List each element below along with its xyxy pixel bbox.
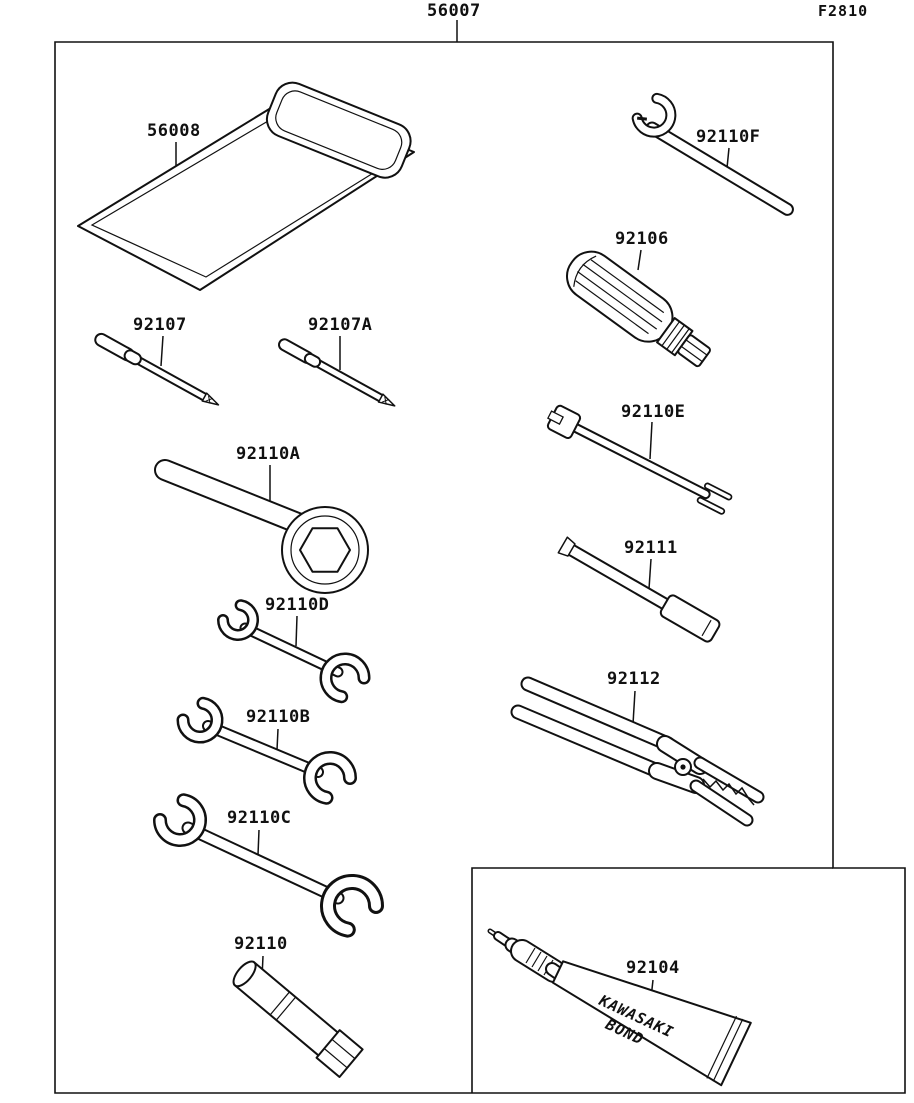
pliers-drawing [510, 676, 765, 827]
part-label-92110D: 92110D [265, 595, 330, 615]
phillips-bit-drawing [94, 332, 220, 406]
part-label-92110A: 92110A [236, 444, 301, 464]
part-label-56008: 56008 [147, 121, 201, 141]
box-end-wrench-drawing [154, 459, 369, 594]
part-label-92111: 92111 [624, 538, 678, 558]
part-label-92107A: 92107A [308, 315, 373, 335]
part-label-92112: 92112 [607, 669, 661, 689]
fiche-code-label: F2810 [818, 2, 869, 20]
flat-wrench-drawing [546, 404, 733, 515]
part-label-92106: 92106 [615, 229, 669, 249]
part-label-92110F: 92110F [696, 127, 761, 147]
part-label-92104: 92104 [626, 958, 680, 978]
spark-plug-socket-drawing [232, 960, 364, 1078]
phillips-bit-a-drawing [278, 338, 396, 407]
diagram-border [54, 41, 906, 1094]
open-end-wrench-c-drawing [153, 793, 384, 938]
hook-wrench-drawing [631, 92, 794, 216]
part-label-92110C: 92110C [227, 808, 292, 828]
part-label-92107: 92107 [133, 315, 187, 335]
part-label-56007: 56007 [427, 1, 481, 21]
tool-bag-drawing [77, 81, 415, 291]
bond-tube-drawing: KAWASAKI BOND [487, 928, 752, 1087]
leader-lines [160, 20, 730, 999]
part-label-92110E: 92110E [621, 402, 686, 422]
open-end-wrench-b-drawing [176, 696, 357, 805]
chisel-bar-drawing [557, 536, 721, 643]
open-end-wrench-d-drawing [217, 599, 371, 704]
part-label-92110: 92110 [234, 934, 288, 954]
part-label-92110B: 92110B [246, 707, 311, 727]
screwdriver-handle-drawing [566, 250, 711, 368]
